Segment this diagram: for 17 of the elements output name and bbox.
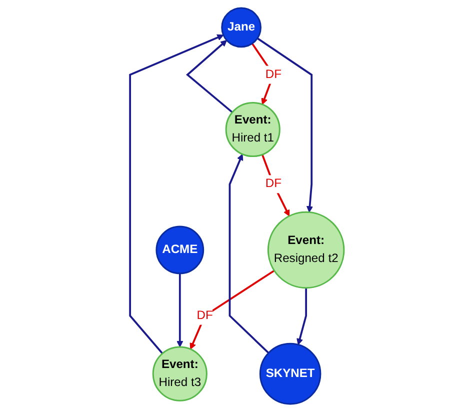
node-circle: Jane bbox=[221, 7, 262, 48]
edge-label: DF bbox=[265, 177, 282, 190]
node-circle: Event: Hired t1 bbox=[225, 102, 280, 158]
arrow bbox=[190, 270, 275, 350]
edge-label: DF bbox=[196, 308, 213, 322]
arrow bbox=[129, 34, 224, 354]
arrow bbox=[296, 288, 307, 346]
arrow bbox=[256, 38, 314, 213]
node-circle: SKYNET bbox=[259, 342, 322, 405]
arrow bbox=[261, 154, 290, 216]
edge-label: DF bbox=[265, 68, 282, 81]
node-circle: Event: Hired t3 bbox=[152, 346, 208, 402]
node-circle: Event: Resigned t2 bbox=[267, 211, 345, 289]
arrow bbox=[176, 273, 184, 348]
arrow bbox=[228, 154, 270, 354]
arrow bbox=[186, 40, 233, 114]
node-circle: ACME bbox=[156, 226, 204, 274]
